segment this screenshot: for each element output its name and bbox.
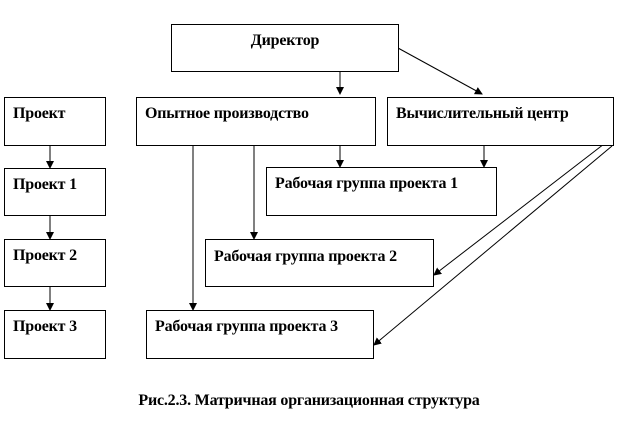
computing-center-box: Вычислительный центр <box>387 97 614 146</box>
workgroup3-box: Рабочая группа проекта 3 <box>146 310 374 359</box>
director-box: Директор <box>171 24 399 72</box>
workgroup1-box: Рабочая группа проекта 1 <box>266 167 497 216</box>
project-box: Проект <box>4 97 106 146</box>
experimental-production-box: Опытное производство <box>136 97 376 146</box>
project3-box: Проект 3 <box>4 310 106 359</box>
arrow-computing-workgroup2 <box>433 143 605 276</box>
arrow-director-computing <box>397 47 483 95</box>
project1-box: Проект 1 <box>4 168 106 216</box>
project2-box: Проект 2 <box>4 239 106 287</box>
figure-caption: Рис.2.3. Матричная организационная струк… <box>138 392 480 409</box>
arrow-computing-workgroup3 <box>373 145 613 346</box>
workgroup2-box: Рабочая группа проекта 2 <box>205 239 434 287</box>
